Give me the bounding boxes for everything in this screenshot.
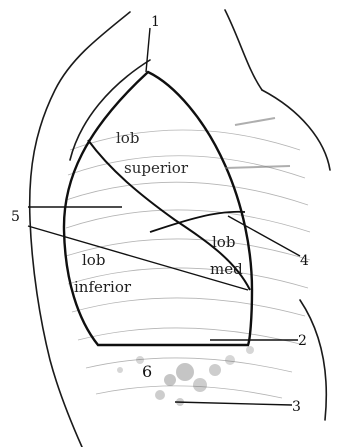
middle-lobe-label-line1: lob	[212, 233, 235, 251]
marker-6: 6	[142, 362, 152, 381]
marker-1: 1	[151, 14, 160, 30]
pointer-line-3	[175, 402, 292, 405]
marker-2: 2	[298, 333, 307, 349]
marker-4: 4	[300, 253, 309, 269]
upper-lobe-label-line2: superior	[124, 159, 189, 177]
horizontal-fissure	[150, 212, 245, 232]
marker-5: 5	[11, 209, 20, 225]
diaphragm-stipple	[117, 346, 254, 406]
marker-3: 3	[292, 399, 301, 415]
middle-lobe-label-line2: med	[210, 260, 243, 278]
pointer-line-4	[228, 216, 300, 256]
upper-lobe-label-line1: lob	[116, 129, 139, 147]
body-outline	[30, 10, 330, 447]
pointer-line-1	[146, 28, 150, 72]
lower-lobe-label-line2: inferior	[74, 278, 132, 296]
lower-lobe-label-line1: lob	[82, 251, 105, 269]
